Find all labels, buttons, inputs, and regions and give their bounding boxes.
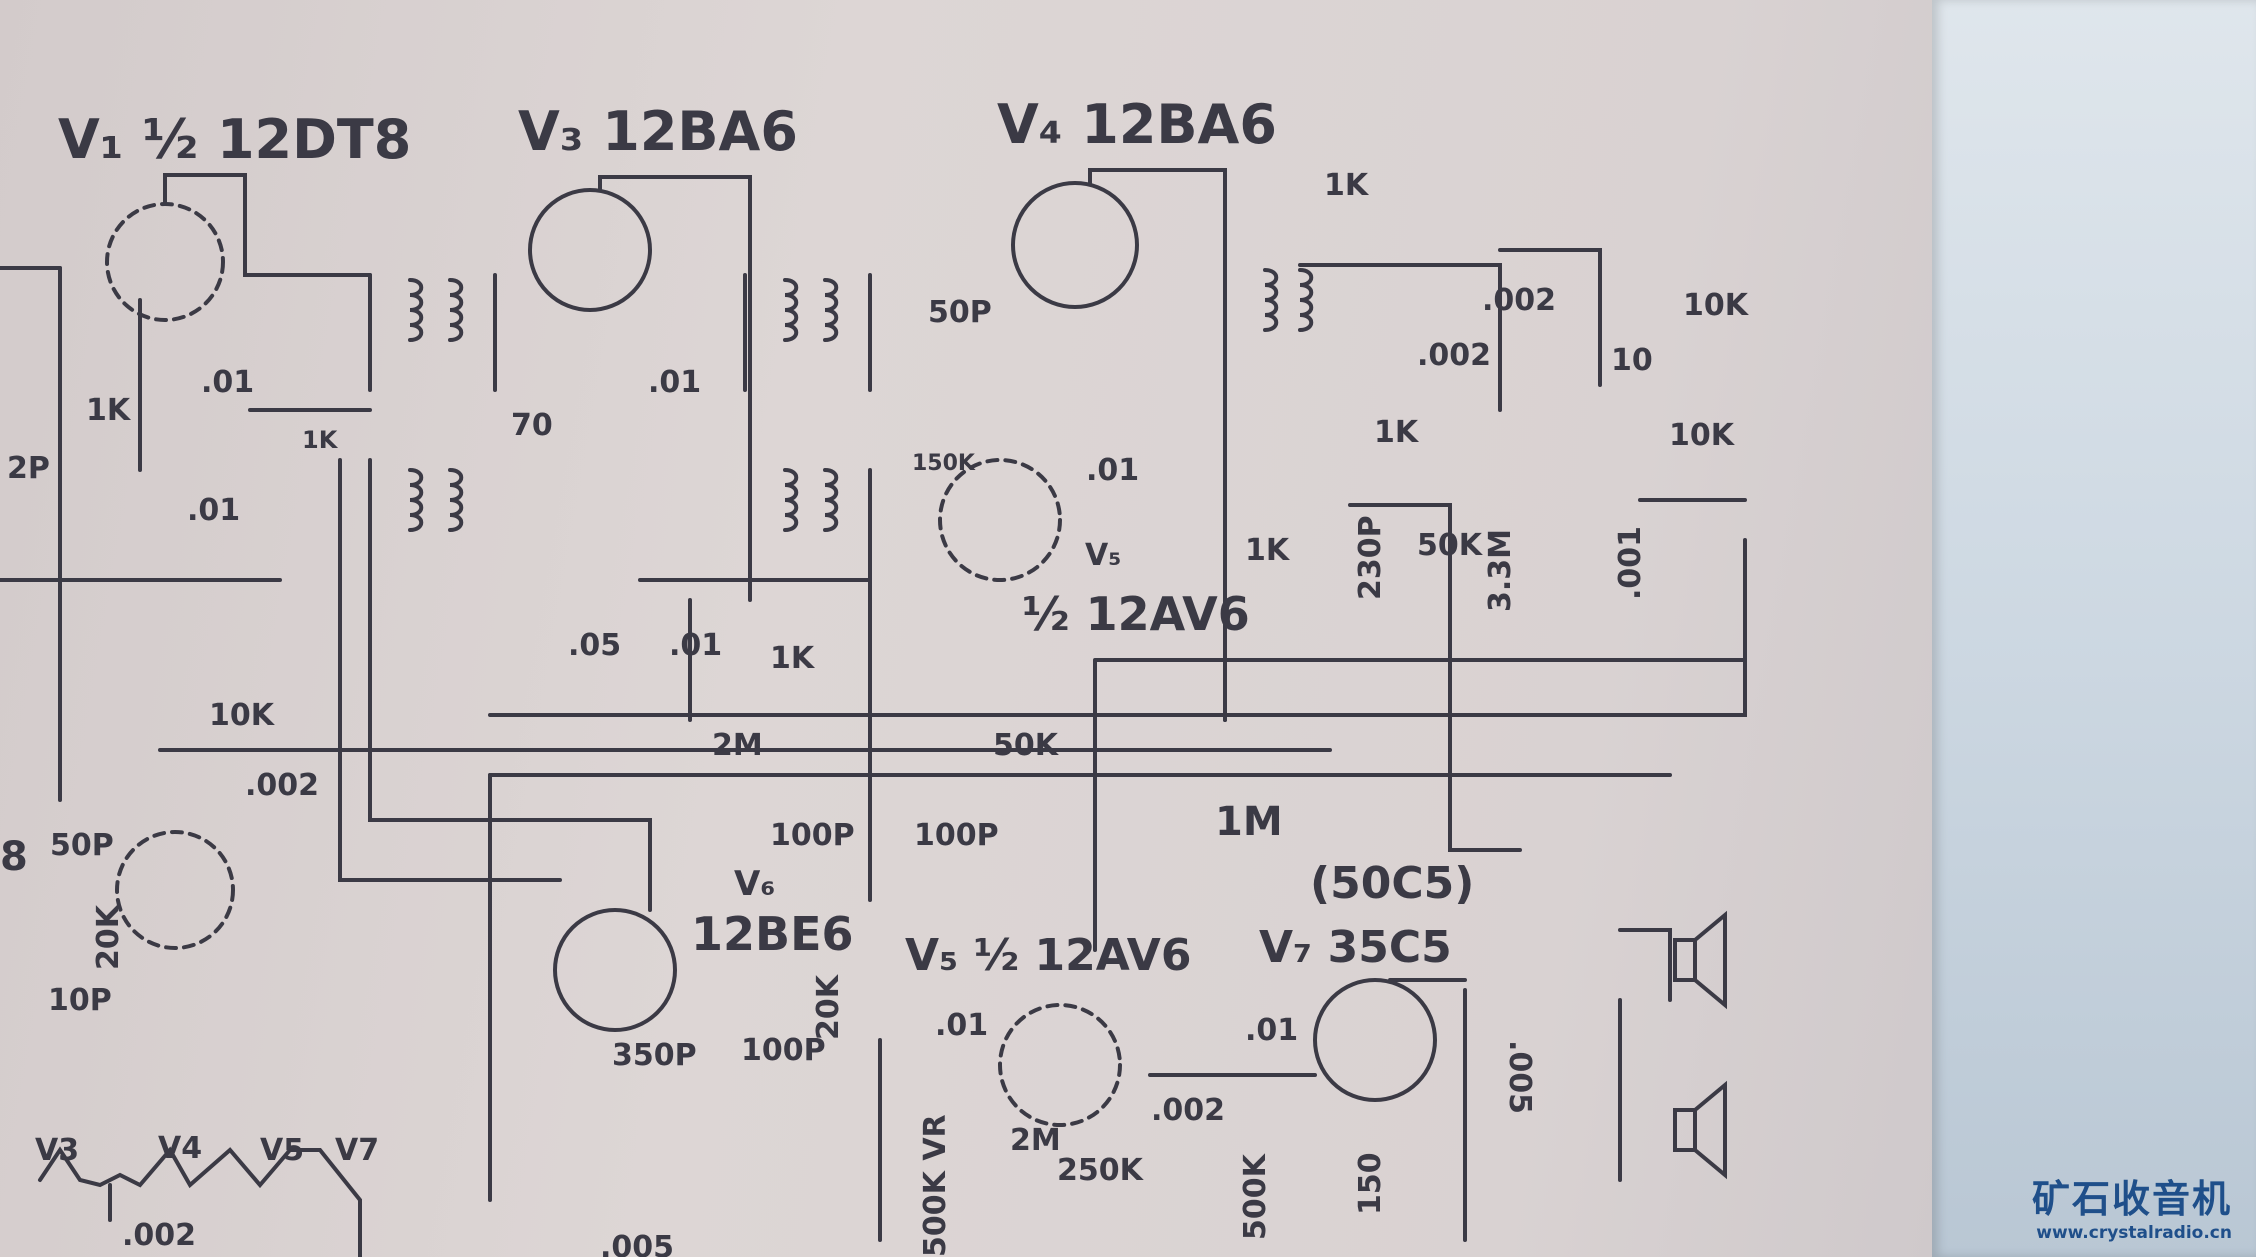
component-label: .002 [245,768,319,803]
heater-label: V4 [158,1131,202,1166]
tube-v3 [528,188,652,312]
component-label: 50P [50,828,114,863]
component-label: 1M [1215,799,1283,845]
label-v6: V₆ [734,864,775,904]
component-label: 10K [209,698,276,733]
component-label: 3.3M [1483,529,1518,612]
heater-label: V5 [260,1133,304,1168]
component-label: 2P [7,451,50,486]
component-label: 1K [770,641,816,676]
label-v5a: V₅ [1085,538,1121,573]
background-wall [1932,0,2256,1257]
component-label: .005 [600,1230,674,1257]
component-label: 230P [1353,515,1388,600]
component-label: 50K [1417,528,1484,563]
component-label: 1K [1245,533,1291,568]
label-v4: V₄ 12BA6 [997,93,1277,156]
tube-v7 [1313,978,1437,1102]
component-label: 2M [1010,1123,1061,1158]
label-v1: V₁ ½ 12DT8 [58,108,411,171]
component-label: 70 [511,408,553,443]
label-v6-type: 12BE6 [691,907,854,961]
tube-v1 [105,202,225,322]
component-label: 50K [993,728,1060,763]
component-label: 100P [770,818,855,853]
component-label: 100P [741,1033,826,1068]
component-label: .002 [122,1218,196,1253]
watermark-url: www.crystalradio.cn [2036,1223,2232,1243]
component-label: 1K [1374,415,1420,450]
tube-v6 [553,908,677,1032]
tube-labels: V₁ ½ 12DT8 V₃ 12BA6 V₄ 12BA6 V₅ ½ 12AV6 … [58,93,1474,981]
component-label: .001 [1613,526,1648,600]
component-label: .01 [1245,1013,1298,1048]
component-label: 500K [1238,1152,1273,1240]
component-label: .002 [1151,1093,1225,1128]
component-label: 10 [1611,343,1653,378]
label-v7-alt: (50C5) [1310,858,1474,909]
component-label: 1K [1324,168,1370,203]
component-label: .005 [1502,1040,1537,1114]
component-label: .01 [935,1008,988,1043]
component-label: 20K [91,903,126,970]
label-v3: V₃ 12BA6 [518,100,798,163]
component-label: .01 [648,365,701,400]
component-label: 50P [928,295,992,330]
component-label: 150 [1353,1152,1388,1215]
label-v5a-type: ½ 12AV6 [1022,587,1250,641]
schematic-paper [0,0,1932,1257]
component-label: 100P [914,818,999,853]
component-label: 8 [0,834,28,880]
heater-label: V3 [35,1133,79,1168]
tube-v4 [1011,181,1139,309]
tube-v5a [938,458,1062,582]
component-label: .01 [187,493,240,528]
component-label: .01 [1086,453,1139,488]
component-label: .01 [669,628,722,663]
component-label: .002 [1417,338,1491,373]
component-label: .002 [1482,283,1556,318]
tube-v1b [115,830,235,950]
component-label: 1K [302,426,339,454]
component-label: 250K [1057,1153,1145,1188]
component-label: 350P [612,1038,697,1073]
wiring [0,168,1747,1257]
component-label: 2M [712,728,763,763]
component-label: 20K [811,973,846,1040]
watermark: 矿石收音机 www.crystalradio.cn [2032,1168,2232,1243]
component-label: 1K [86,393,132,428]
component-label: 10K [1683,288,1750,323]
heater-label: V7 [335,1133,379,1168]
label-v7: V₇ 35C5 [1259,922,1452,973]
component-label: 10K [1669,418,1736,453]
tube-v5b [998,1003,1122,1127]
component-label: 150K [912,451,976,476]
component-label: 10P [48,983,112,1018]
component-label: .01 [201,365,254,400]
component-label: 500K VR [918,1114,953,1257]
component-labels: 1K .002 10K .002 10 1K 10K 50P 150K .01 … [0,168,1750,1257]
label-v5b: V₅ ½ 12AV6 [905,930,1191,981]
component-label: .05 [568,628,621,663]
watermark-title: 矿石收音机 [2031,1177,2232,1221]
